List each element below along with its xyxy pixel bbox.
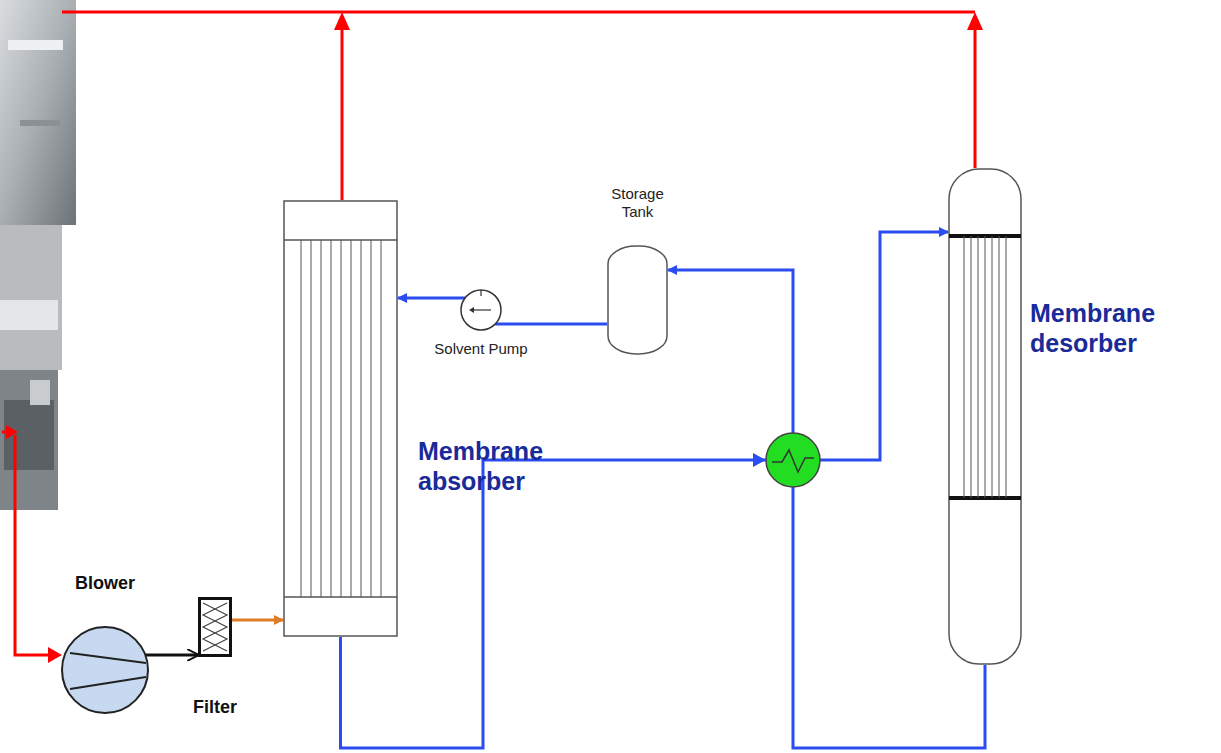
- solvent-pump-outline: [459, 288, 503, 332]
- membrane-absorber-outline: [283, 200, 398, 637]
- node-label: Membrane desorber: [1030, 298, 1180, 358]
- pipe-connector: [398, 297, 465, 300]
- pipe-connector: [341, 232, 949, 748]
- node-label: Filter: [175, 697, 255, 719]
- pipe-connector: [145, 654, 198, 657]
- blower: Blower: [60, 625, 150, 715]
- pipe-connector: [232, 619, 283, 622]
- solvent-pump: Solvent Pump: [459, 288, 503, 332]
- node-label: Storage Tank: [605, 185, 670, 221]
- membrane-absorber: Membrane absorber: [283, 200, 398, 637]
- filter: Filter: [198, 597, 232, 657]
- flow-arrowhead: [753, 453, 766, 467]
- node-label: Solvent Pump: [411, 340, 551, 358]
- storage-tank: Storage Tank: [607, 245, 668, 355]
- gas-arrowhead: [6, 12, 983, 663]
- membrane-desorber: Membrane desorber: [948, 168, 1022, 665]
- filter-outline: [198, 597, 232, 657]
- pipe-connector: [668, 270, 985, 748]
- membrane-desorber-outline: [948, 168, 1022, 665]
- gas-line: [2, 12, 975, 655]
- storage-tank-outline: [607, 245, 668, 355]
- node-label: Membrane absorber: [418, 436, 568, 496]
- node-label: Blower: [45, 573, 165, 595]
- pipe-connector: [495, 323, 607, 326]
- site-photo: [0, 0, 76, 510]
- blower-outline: [60, 625, 150, 715]
